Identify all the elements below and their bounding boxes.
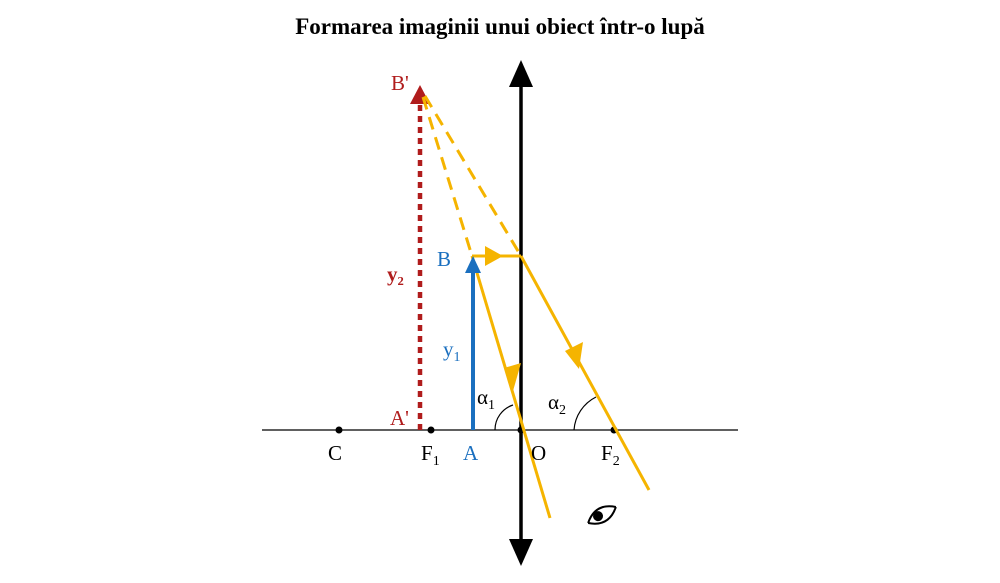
diagram-title: Formarea imaginii unui obiect într-o lup… [295,14,705,39]
label-B: B [437,247,451,271]
label-F2: F2 [601,441,620,469]
ray2-virtual-extension [421,96,474,257]
label-A-prime: A' [390,406,409,430]
ray1-virtual-extension [423,95,523,257]
label-y2: y₂ [387,262,404,286]
angle-arc-alpha2 [573,396,597,431]
object-arrowhead [465,256,481,273]
ray1-refracted [519,255,651,491]
label-alpha2: α2 [548,390,566,418]
label-B-prime: B' [391,71,409,95]
ray2-arrowhead [504,363,521,391]
point-C [335,426,343,434]
label-F1: F1 [421,441,440,469]
eye-icon [587,505,617,525]
lens-top-arrowhead [509,60,533,87]
ray1-refracted-arrowhead [565,342,583,369]
lens-bottom-arrowhead [509,539,533,566]
label-alpha1: α1 [477,385,495,413]
label-C: C [328,441,342,465]
angle-arc-alpha1 [494,404,514,431]
label-O: O [531,441,546,465]
label-A: A [463,441,479,465]
ray2 [470,255,552,519]
label-y1: y1 [443,337,461,365]
point-F1 [427,426,435,434]
ray1-incident-arrowhead [485,246,503,266]
